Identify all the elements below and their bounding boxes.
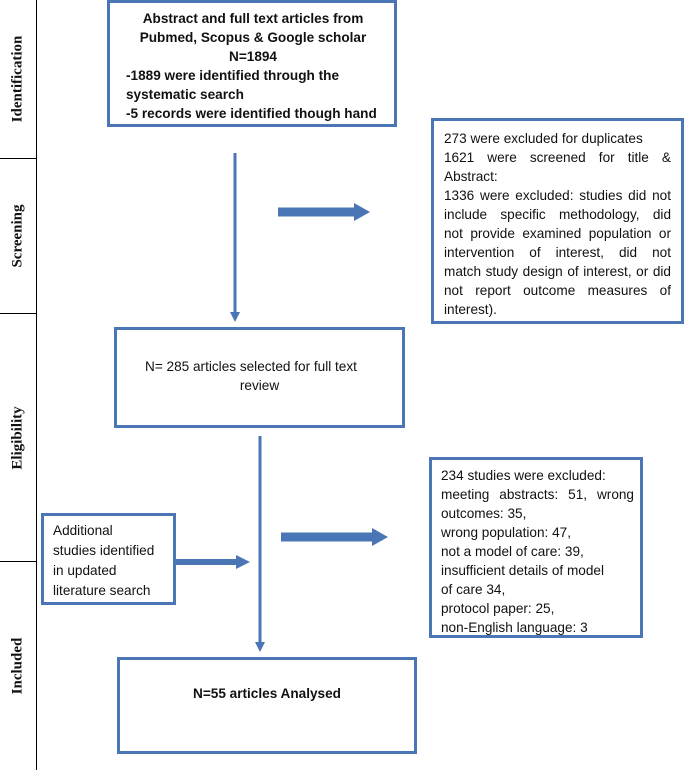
arrow-to-screening-exclusions-head [354,203,370,221]
identification-line-4: -1889 were identified through the [126,68,339,83]
eligibility-line-7: of care 34, [441,582,506,597]
full-text-box: N= 285 articles selected for full text r… [114,327,405,428]
stage-screening: Screening [0,158,36,313]
stage-included: Included [0,561,36,770]
eligibility-line-1: 234 studies were excluded: [441,468,606,483]
identification-line-6: -5 records were identified though hand [126,106,377,121]
eligibility-line-2: meeting abstracts: 51, wrong [441,487,634,502]
screening-line-8: match study design of interest, or did [444,264,671,279]
additional-line-4: literature search [53,583,151,598]
screening-line-5: include specific methodology, did [444,207,671,222]
screening-line-7: intervention of interest, did not [444,245,671,260]
identification-line-5: systematic search [126,87,244,102]
screening-line-3: Abstract: [444,169,498,184]
full-text-line-2: review [239,378,280,393]
stage-eligibility: Eligibility [0,313,36,561]
additional-line-3: in updated [53,563,117,578]
identification-box: Abstract and full text articles from Pub… [107,0,397,127]
additional-line-2: studies identified [53,543,155,558]
stage-column: Identification Screening Eligibility Inc… [0,0,37,770]
screening-line-2: 1621 were screened for title & [444,150,671,165]
screening-line-4: 1336 were excluded: studies did not [444,188,671,203]
arrow-additional-to-main-head [236,555,250,569]
screening-line-10: interest). [444,302,497,317]
screening-exclusions-box: 273 were excluded for duplicates 1621 we… [431,118,684,324]
screening-line-9: not report outcome measures of [444,283,671,298]
identification-line-1: Abstract and full text articles from [142,11,364,26]
additional-line-1: Additional [53,523,113,538]
screening-line-6: not provide examined population or [444,226,671,241]
eligibility-line-5: not a model of care: 39, [441,544,584,559]
arrow-to-eligibility-exclusions-head [372,528,388,546]
screening-line-1: 273 were excluded for duplicates [444,131,643,146]
identification-line-2: Pubmed, Scopus & Google scholar [139,30,367,45]
included-count: N=55 articles Analysed [193,686,341,701]
eligibility-line-6: insufficient details of model [441,563,604,578]
eligibility-line-3: outcomes: 35, [441,506,527,521]
eligibility-line-4: wrong population: 47, [441,525,571,540]
eligibility-exclusions-box: 234 studies were excluded: meeting abstr… [429,457,643,638]
full-text-line-1: N= 285 articles selected for full text [145,359,357,374]
included-box: N=55 articles Analysed [117,657,417,754]
eligibility-line-9: non-English language: 3 [441,620,588,635]
additional-studies-box: Additional studies identified in updated… [41,513,176,605]
identification-count: N=1894 [229,49,277,64]
eligibility-line-8: protocol paper: 25, [441,601,555,616]
